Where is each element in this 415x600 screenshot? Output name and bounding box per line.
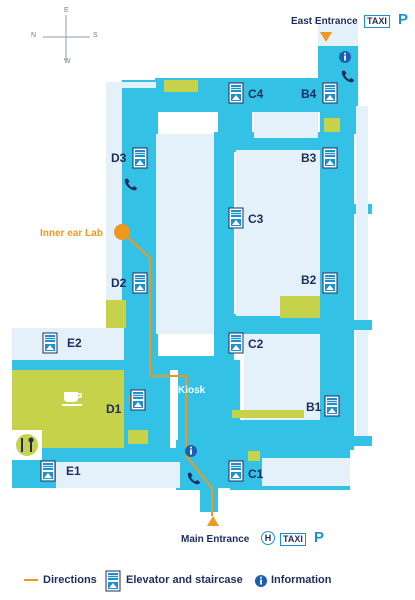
info-icon[interactable] [339, 51, 351, 63]
stair-code-c4: C4 [248, 87, 264, 101]
compass-west: W [64, 58, 71, 65]
stair-icon-b3[interactable] [322, 147, 338, 169]
rooms [12, 24, 368, 488]
stair-icon-d1[interactable] [130, 389, 146, 411]
cafe-icon [161, 117, 175, 127]
legend-information: Information [271, 574, 332, 586]
main-taxi-sign: TAXI [280, 533, 306, 546]
stair-icon-c1[interactable] [228, 460, 244, 482]
hospital-sign: H [261, 531, 275, 545]
stair-code-b1: B1 [306, 400, 322, 414]
toilet-icon [12, 430, 42, 460]
stair-icon-b1[interactable] [324, 395, 340, 417]
east-entrance-label: East Entrance [291, 16, 358, 27]
stair-icon-e2[interactable] [42, 332, 58, 354]
stair-icon-d2[interactable] [132, 272, 148, 294]
legend-stair-icon [105, 570, 121, 592]
stair-icon-b4[interactable] [322, 82, 338, 104]
stair-code-d1: D1 [106, 402, 122, 416]
stair-icon-d3[interactable] [132, 147, 148, 169]
stair-icon-e1[interactable] [40, 460, 56, 482]
stair-code-e1: E1 [66, 464, 81, 478]
stair-code-c1: C1 [248, 467, 264, 481]
stair-code-d2: D2 [111, 276, 127, 290]
legend-directions-label: Directions [43, 574, 97, 586]
destination-label: Inner ear Lab [40, 228, 103, 239]
legend-info-icon [255, 575, 267, 587]
cafe-icon [62, 392, 82, 406]
stair-icon-c2[interactable] [228, 332, 244, 354]
stair-code-e2: E2 [67, 336, 82, 350]
compass-rose [43, 15, 90, 60]
main-entrance-arrow[interactable] [207, 516, 219, 526]
destination-marker[interactable] [114, 224, 130, 240]
stair-code-c2: C2 [248, 337, 264, 351]
compass-north: N [31, 32, 37, 39]
compass-south: S [93, 32, 98, 39]
main-parking-sign: P [314, 529, 325, 546]
east-parking-sign: P [398, 11, 409, 28]
stair-code-b2: B2 [301, 273, 317, 287]
legend-elevator: Elevator and staircase [126, 574, 243, 586]
kiosk-label: Kiosk [178, 385, 206, 396]
stair-code-c3: C3 [248, 212, 264, 226]
info-icon[interactable] [185, 445, 197, 457]
legend-directions: Directions [43, 574, 97, 586]
stair-icon-c4[interactable] [228, 82, 244, 104]
stair-code-b4: B4 [301, 87, 317, 101]
east-entrance-arrow[interactable] [320, 32, 332, 42]
legend-elevator-label: Elevator and staircase [126, 574, 243, 586]
main-entrance-label: Main Entrance [181, 534, 250, 545]
stair-code-d3: D3 [111, 151, 127, 165]
legend-information-label: Information [271, 574, 332, 586]
route-line [122, 232, 213, 516]
stair-icon-c3[interactable] [228, 207, 244, 229]
compass-east: E [64, 7, 69, 14]
stair-icon-b2[interactable] [322, 272, 338, 294]
east-taxi-sign: TAXI [364, 15, 390, 28]
stair-code-b3: B3 [301, 151, 317, 165]
